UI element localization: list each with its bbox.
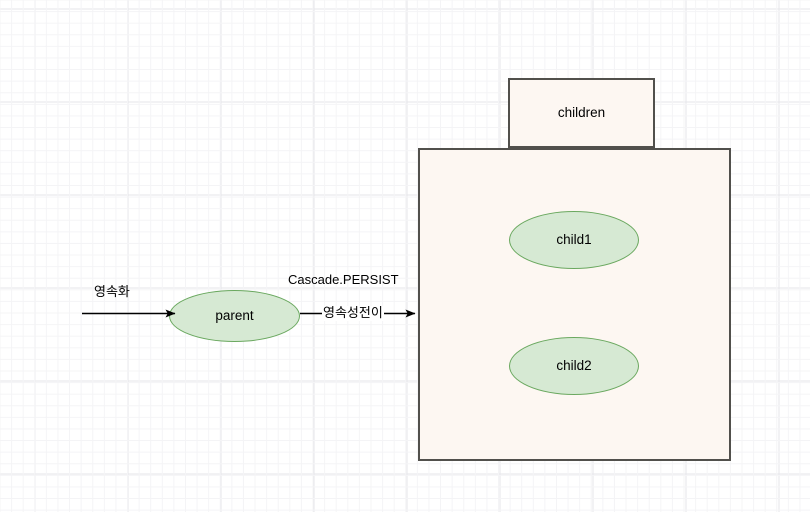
- children-box[interactable]: children: [508, 78, 655, 148]
- child1-label: child1: [556, 231, 592, 247]
- child1-ellipse[interactable]: child1: [509, 211, 639, 269]
- cascade-edge-label: 영속성전이: [322, 305, 384, 321]
- cascade-edge-title: Cascade.PERSIST: [288, 272, 399, 287]
- persistence-context-box[interactable]: [418, 148, 731, 461]
- parent-ellipse[interactable]: parent: [169, 290, 300, 342]
- persist-in-edge-label: 영속화: [94, 284, 130, 299]
- children-box-label: children: [557, 104, 606, 120]
- parent-label: parent: [215, 307, 254, 323]
- child2-ellipse[interactable]: child2: [509, 337, 639, 395]
- child2-label: child2: [556, 357, 592, 373]
